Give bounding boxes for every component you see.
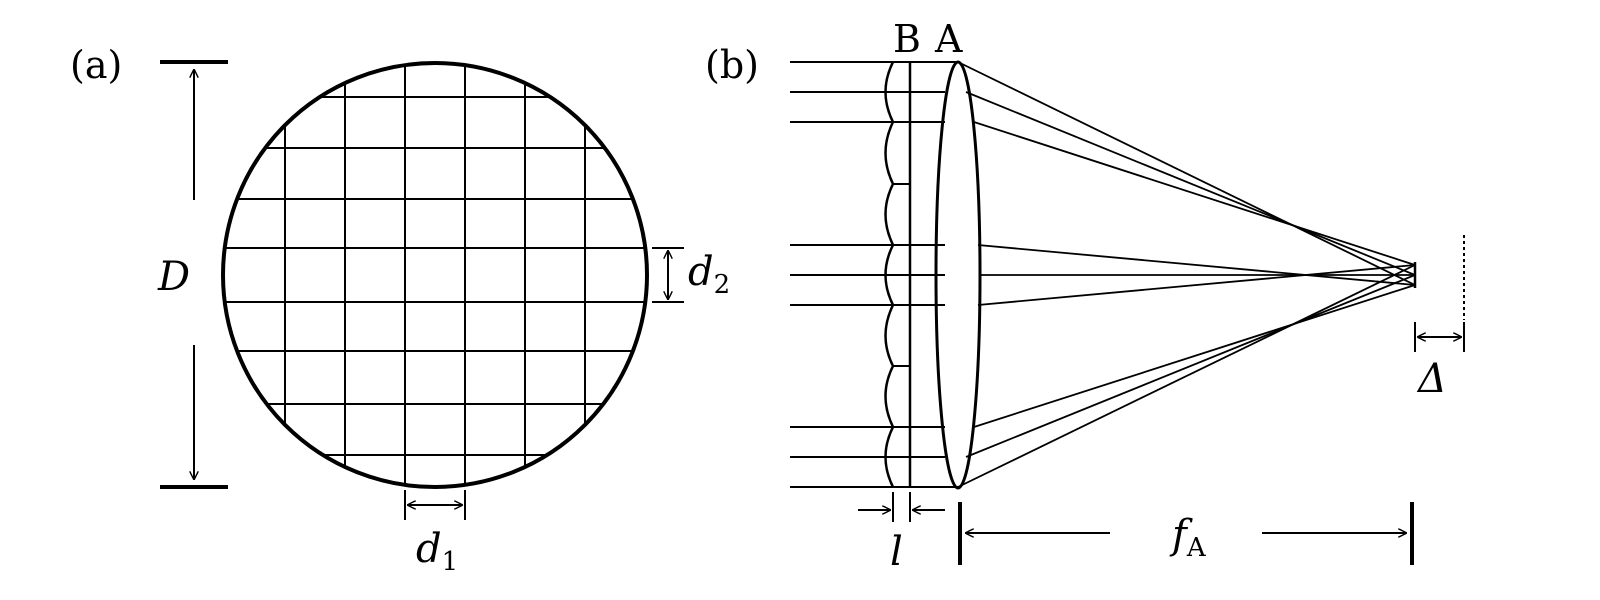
lens-a-label: A [934,17,963,61]
panel-b-label: (b) [705,43,759,87]
panel-b: (b) B A [705,17,1465,575]
incoming-rays [790,61,958,488]
aperture-circle [221,61,649,489]
delta-label: Δ [1416,356,1447,402]
converging-rays [957,61,1416,488]
diameter-label: D [157,254,190,300]
d1-label: d1 [416,526,458,577]
lenslet-array-b [884,61,912,488]
panel-a: (a) D [70,43,730,577]
lenslet-grid [223,63,647,487]
panel-a-label: (a) [70,43,122,87]
l-label: l [890,529,903,575]
lens-b-label: B [893,17,921,61]
fa-label: fA [1169,512,1207,563]
d2-label: d2 [688,249,730,300]
